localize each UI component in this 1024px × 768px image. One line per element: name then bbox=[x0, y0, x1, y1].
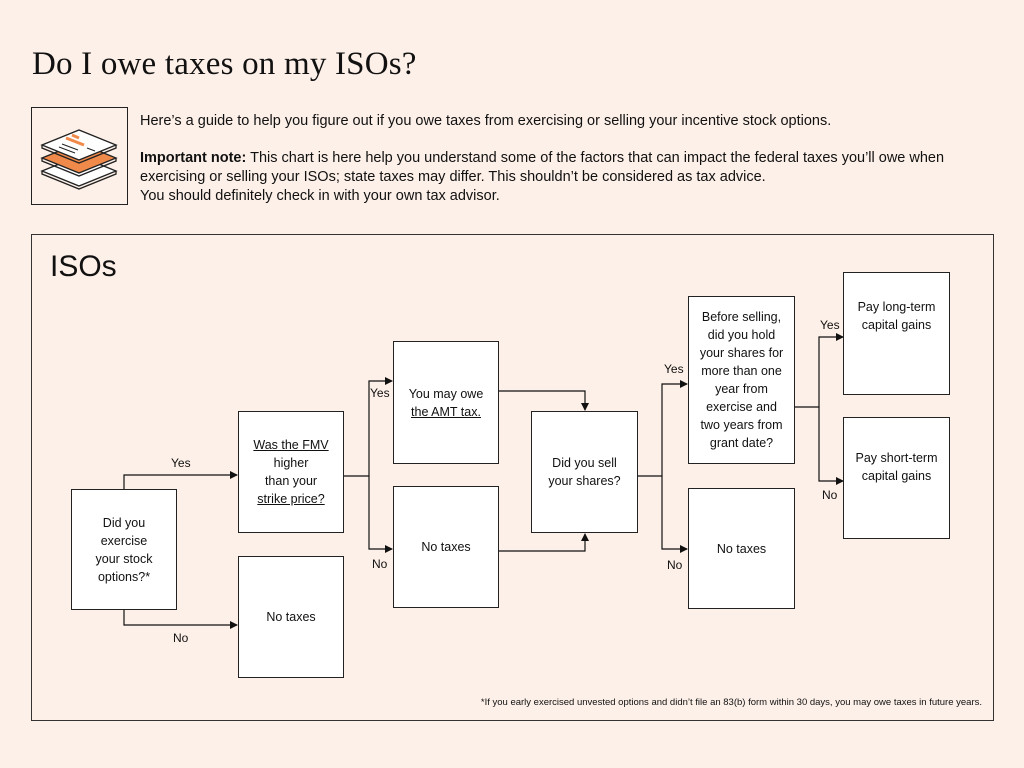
important-note: Important note: This chart is here help … bbox=[140, 149, 1000, 187]
stacked-documents-icon bbox=[31, 107, 128, 205]
label-yes-exercise: Yes bbox=[171, 456, 191, 470]
node-no-taxes-fmv-lower: No taxes bbox=[393, 486, 499, 608]
flowchart-title: ISOs bbox=[50, 250, 117, 283]
footnote: *If you early exercised unvested options… bbox=[480, 697, 982, 708]
label-yes-fmv: Yes bbox=[370, 386, 390, 400]
edge-exercise-yes bbox=[123, 471, 238, 489]
label-no-sell: No bbox=[667, 558, 683, 572]
node-long-term-gains: Pay long-term capital gains bbox=[843, 272, 950, 395]
node-short-term-gains: Pay short-term capital gains bbox=[843, 417, 950, 539]
intro-text: Here’s a guide to help you figure out if… bbox=[140, 112, 1000, 206]
page-title: Do I owe taxes on my ISOs? bbox=[32, 46, 417, 82]
node-holding-period-question: Before selling, did you hold your shares… bbox=[688, 296, 795, 464]
edge-held-yes bbox=[795, 333, 844, 408]
edge-fmv-yes bbox=[343, 377, 393, 477]
important-note-text: This chart is here help you understand s… bbox=[140, 150, 945, 185]
node-exercise-question: Did you exercise your stock options?* bbox=[71, 489, 177, 610]
node-amt-tax: You may owe the AMT tax. bbox=[393, 341, 499, 464]
label-no-fmv: No bbox=[372, 557, 388, 571]
label-yes-held: Yes bbox=[820, 318, 840, 332]
edge-amt-to-sell bbox=[499, 390, 589, 411]
edge-fmv-no bbox=[368, 476, 393, 553]
edge-sell-yes bbox=[638, 380, 688, 477]
advisor-note: You should definitely check in with your… bbox=[140, 188, 500, 204]
node-no-taxes-unexercised: No taxes bbox=[238, 556, 344, 678]
edge-sell-no bbox=[661, 476, 688, 553]
node-sell-question: Did you sell your shares? bbox=[531, 411, 638, 533]
edge-exercise-no bbox=[123, 610, 238, 629]
label-no-exercise: No bbox=[173, 631, 189, 645]
important-note-label: Important note: bbox=[140, 150, 247, 166]
node-no-taxes-not-sold: No taxes bbox=[688, 488, 795, 609]
edge-notaxes-to-sell bbox=[499, 533, 589, 552]
flowchart-frame bbox=[31, 234, 994, 721]
edge-held-no bbox=[818, 407, 844, 485]
node-fmv-question: Was the FMV higher than your strike pric… bbox=[238, 411, 344, 533]
intro-paragraph: Here’s a guide to help you figure out if… bbox=[140, 113, 832, 129]
label-no-held: No bbox=[822, 488, 838, 502]
label-yes-sell: Yes bbox=[664, 362, 684, 376]
